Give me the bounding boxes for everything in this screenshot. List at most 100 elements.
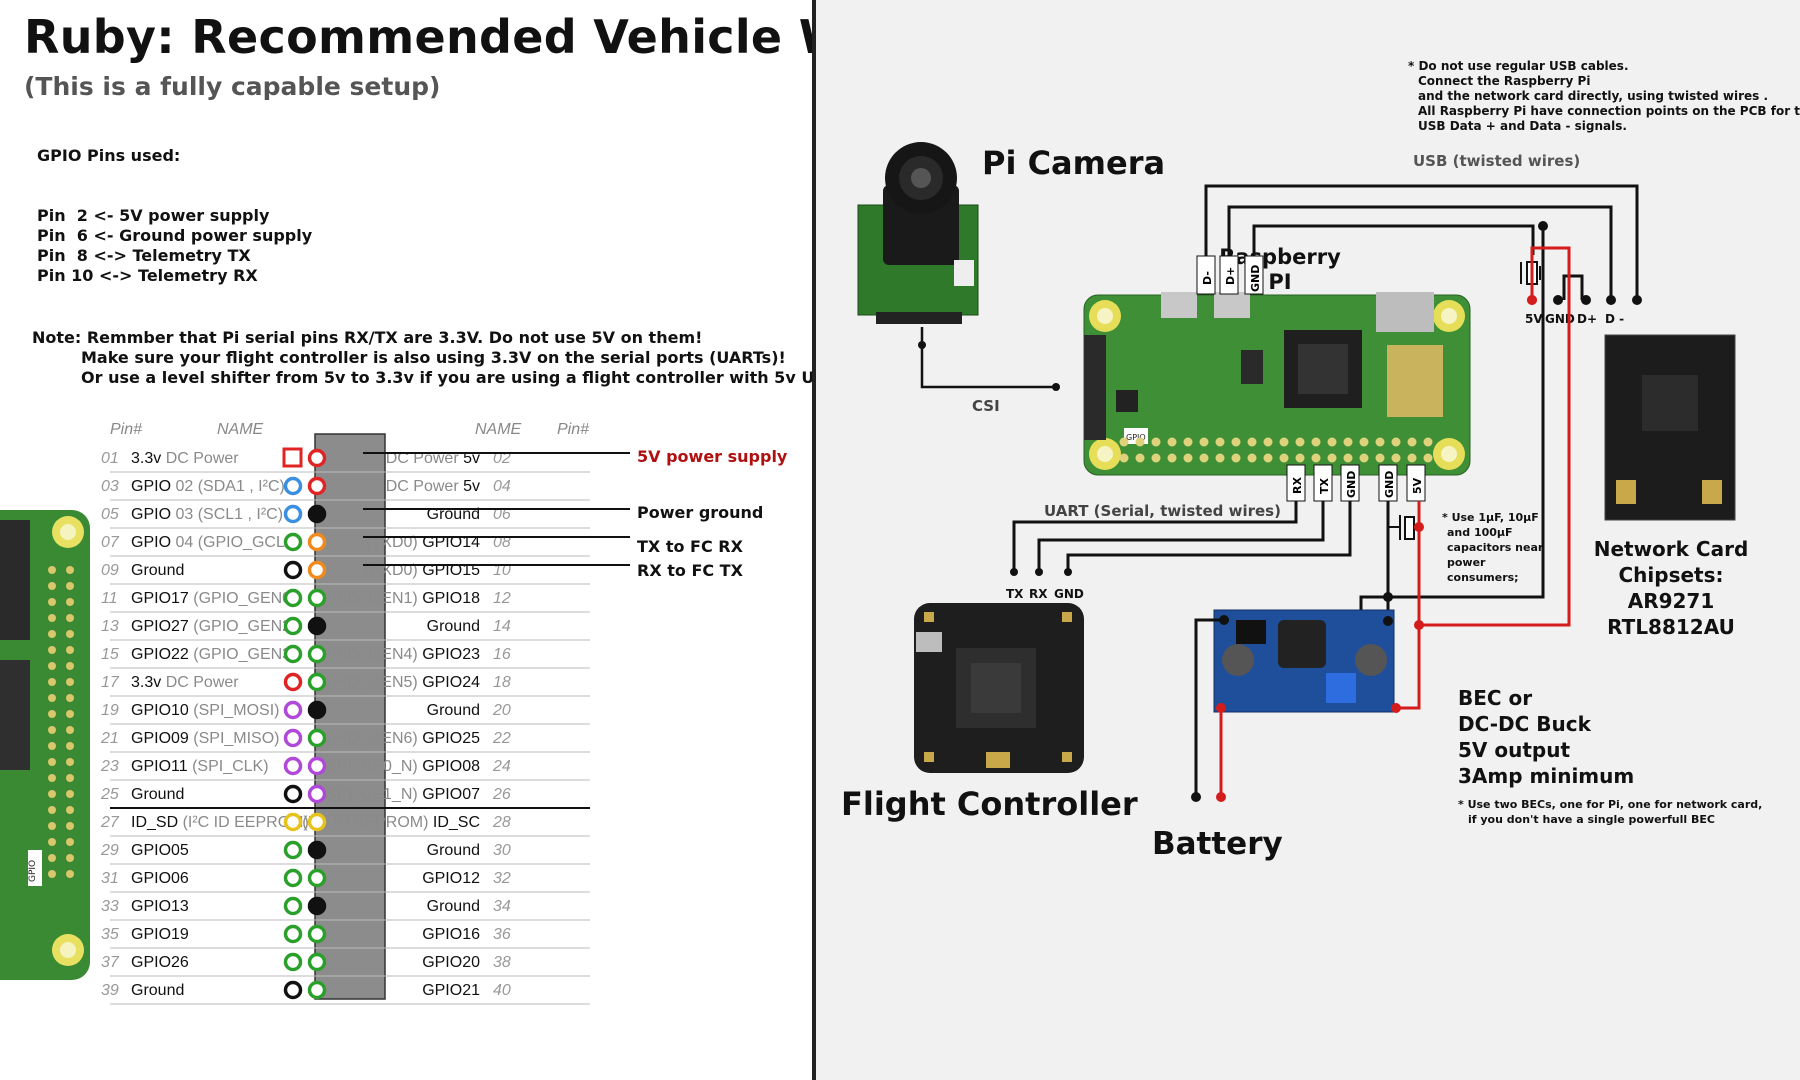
pin-label: TX: [1006, 587, 1024, 601]
pin-name: Ground: [427, 898, 480, 915]
usb-note-line: and the network card directly, using twi…: [1418, 89, 1768, 103]
pi-usb-pin-labels: D- D+ GND: [1196, 255, 1264, 295]
pin-number-right: 14: [493, 618, 511, 635]
pin-name: GPIO14: [422, 534, 480, 551]
fc-pin-labels: TX RX GND: [1006, 587, 1084, 601]
usb-wires: [1204, 184, 1639, 300]
note-line: Or use a level shifter from 5v to 3.3v i…: [81, 368, 855, 387]
network-card-label: Network Card Chipsets: AR9271 RTL8812AU: [1594, 537, 1749, 639]
pin-number-right: 34: [493, 898, 511, 915]
pin-name: GPIO11: [131, 758, 188, 775]
header-hole: [1167, 437, 1177, 447]
pin-name-right: Ground: [427, 898, 480, 915]
pin-label: RX: [1291, 477, 1304, 494]
pin-function: (SPI_MOSI): [193, 702, 279, 719]
pin-name: Ground: [427, 702, 480, 719]
pin-name-right: (GPIO_GEN4) GPIO23: [315, 646, 481, 663]
pin-name-right: DC Power 5v: [386, 478, 480, 495]
hdr-pin-right: Pin#: [557, 421, 590, 438]
pin-name: GPIO17: [131, 590, 189, 607]
header-hole: [1135, 437, 1145, 447]
pin-label: GND: [1545, 312, 1575, 326]
pin-function: (GPIO_GEN0): [193, 590, 296, 607]
header-hole: [1359, 437, 1369, 447]
pin-marker-right: [307, 616, 327, 636]
header-hole: [1423, 437, 1433, 447]
pin-function: (SPI_CE1_N): [321, 786, 418, 803]
pin-marker-left: [283, 784, 303, 804]
pin-function: (GPIO_GEN1): [315, 590, 418, 607]
pin-number-right: 26: [492, 786, 511, 803]
note-line: capacitors near: [1447, 541, 1544, 554]
pin-number-right: 02: [493, 450, 511, 467]
header-hole: [1199, 437, 1209, 447]
pin-marker-right: [307, 812, 327, 832]
pin-name-left: GPIO 04 (GPIO_GCLK): [131, 534, 301, 551]
pin-number-right: 38: [493, 954, 511, 971]
note-line: if you don't have a single powerfull BEC: [1468, 813, 1715, 826]
pin-marker-left: [283, 980, 303, 1000]
pin-name-right: (TXD0) GPIO14: [366, 534, 480, 551]
pin-number-left: 27: [100, 814, 120, 831]
pi-bottom-pin-labels: RX TX GND GND 5V: [1286, 464, 1426, 502]
pi-board-edge: GPIO: [0, 510, 90, 980]
header-hole: [1199, 453, 1209, 463]
pin-name-left: GPIO05: [131, 842, 189, 859]
header-hole: [1247, 437, 1257, 447]
pin-name-left: 3.3v DC Power: [131, 674, 239, 691]
note-line: * Use 1µF, 10µF: [1442, 511, 1539, 524]
pin-name: GPIO13: [131, 898, 189, 915]
pin-number-right: 04: [493, 478, 511, 495]
pin-function: (GPIO_GEN2): [193, 618, 296, 635]
pin-name: GPIO23: [422, 646, 480, 663]
header-hole: [1151, 437, 1161, 447]
pin-number-right: 06: [493, 506, 511, 523]
pin-function: (GPIO_GEN6): [315, 730, 418, 747]
pin-marker-right: [307, 924, 327, 944]
csi-label: CSI: [972, 397, 1000, 415]
pin-marker-right: [307, 644, 327, 664]
note-line: and 100µF: [1447, 526, 1513, 539]
pin-marker-left: [283, 840, 303, 860]
header-hole: [1247, 453, 1257, 463]
pin-label: D -: [1605, 312, 1624, 326]
pin-name-left: Ground: [131, 786, 184, 803]
label-line: DC-DC Buck: [1458, 712, 1592, 736]
pin-marker-left: [283, 812, 303, 832]
gpio-line: Pin 2 <- 5V power supply: [37, 206, 270, 225]
pin-marker-right: [307, 952, 327, 972]
pin-marker-left: [283, 504, 303, 524]
label-line: 5V output: [1458, 738, 1570, 762]
pin-name-right: GPIO20: [422, 954, 480, 971]
pin-name: GPIO07: [422, 786, 480, 803]
usb-note-line: Connect the Raspberry Pi: [1418, 74, 1590, 88]
pin-name-left: GPIO06: [131, 870, 189, 887]
pin-number-left: 33: [101, 898, 119, 915]
pin-number-left: 31: [101, 870, 119, 887]
flight-controller-label: Flight Controller: [841, 785, 1138, 823]
pin-name: GPIO18: [422, 590, 480, 607]
pin-name-right: Ground: [427, 842, 480, 859]
header-hole: [1391, 437, 1401, 447]
pi-camera-label: Pi Camera: [982, 144, 1165, 182]
pin-name: Ground: [131, 562, 184, 579]
pin-number-left: 17: [101, 674, 120, 691]
bec-buck-converter: [1213, 609, 1395, 713]
pin-function: (SPI_MISO): [193, 730, 279, 747]
pin-name-left: GPIO10 (SPI_MOSI): [131, 702, 280, 719]
pin-function: (I²C ID EEPROM): [183, 814, 309, 831]
header-hole: [1295, 453, 1305, 463]
pin-name-right: Ground: [427, 702, 480, 719]
pin-marker-left: [283, 924, 303, 944]
pin-number-right: 22: [492, 730, 511, 747]
header-hole: [1263, 453, 1273, 463]
battery-label: Battery: [1152, 826, 1283, 862]
pin-name: GPIO: [131, 534, 171, 551]
usb-note-line: All Raspberry Pi have connection points …: [1418, 104, 1800, 118]
pin-marker-right: [307, 868, 327, 888]
